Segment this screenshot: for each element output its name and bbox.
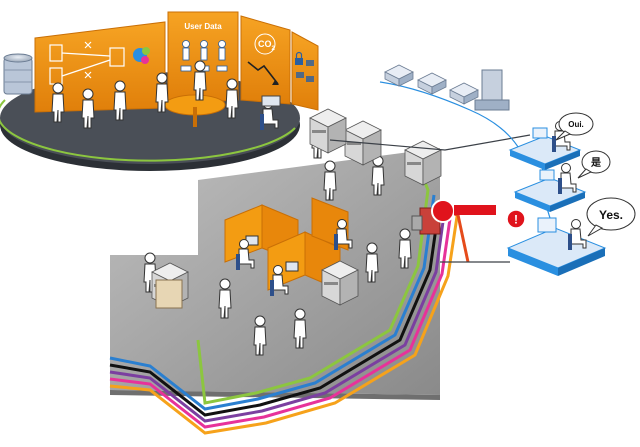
speech-bubble-yes: Yes. <box>586 197 636 237</box>
meeting-people <box>51 60 281 131</box>
security-lock-icon <box>295 51 303 65</box>
alert-connector <box>431 199 496 223</box>
warning-icon: ! <box>506 209 526 229</box>
network-cable-bundle <box>109 149 470 435</box>
remote-office-2 <box>513 163 587 212</box>
svg-text:Oui.: Oui. <box>568 120 584 129</box>
svg-text:Yes.: Yes. <box>599 208 623 222</box>
svg-text:是: 是 <box>590 157 601 169</box>
server-chain <box>384 64 510 111</box>
speech-bubble-chinese: 是 <box>577 150 611 179</box>
decline-graph-icon <box>247 61 279 85</box>
co2-icon <box>254 33 276 55</box>
svg-text:!: ! <box>514 213 518 227</box>
remote-office-3 <box>506 217 607 276</box>
workflow-diagram-panel <box>49 41 150 85</box>
speech-bubble-oui: Oui. <box>555 112 594 141</box>
orange-wall-panels: User Data CO2 <box>34 11 319 113</box>
storage-drum-icon <box>3 53 33 95</box>
user-data-title: User Data <box>184 22 222 31</box>
remote-office-1 <box>508 121 582 170</box>
